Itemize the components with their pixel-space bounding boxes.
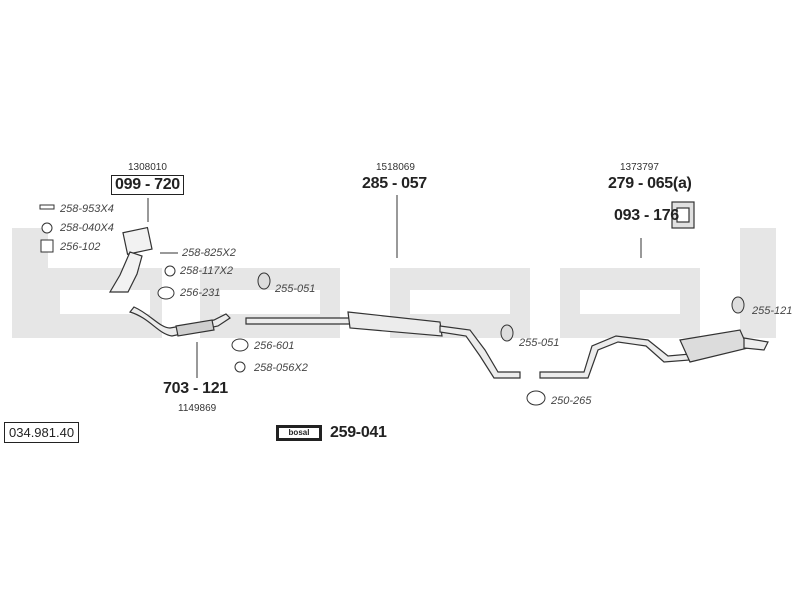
middle-section bbox=[245, 311, 521, 379]
bolt-icon bbox=[39, 204, 55, 210]
rear-section bbox=[539, 329, 769, 379]
middle-ref-number: 1518069 bbox=[376, 162, 415, 173]
seal-ring-icon bbox=[231, 338, 249, 352]
washer-icon bbox=[164, 265, 176, 277]
bosal-logo-badge: bosal bbox=[276, 425, 322, 441]
front-component-5: 258-117X2 bbox=[180, 265, 234, 277]
front-ref-number: 1308010 bbox=[128, 162, 167, 173]
rear-ref-number: 1373797 bbox=[620, 162, 659, 173]
gasket-ring-icon bbox=[157, 286, 175, 300]
rear-bracket bbox=[671, 201, 695, 229]
downpipe-component-1: 256-601 bbox=[254, 340, 295, 352]
downpipe-ref-number: 1149869 bbox=[178, 403, 217, 414]
front-component-2: 258-040X4 bbox=[60, 222, 114, 234]
middle-component-3: 250-265 bbox=[551, 395, 592, 407]
rubber-mount-icon-3 bbox=[731, 296, 745, 314]
gasket-icon bbox=[40, 239, 54, 253]
front-part-number: 099 - 720 bbox=[111, 175, 184, 195]
middle-component-2: 255-051 bbox=[519, 337, 560, 349]
kit-part-number: 259-041 bbox=[330, 424, 387, 441]
rear-part-number: 279 - 065(a) bbox=[608, 175, 692, 192]
middle-part-number: 285 - 057 bbox=[362, 175, 427, 192]
downpipe-part-number: 703 - 121 bbox=[163, 380, 228, 397]
bosal-logo-text: bosal bbox=[279, 428, 319, 438]
front-component-6: 256-231 bbox=[180, 287, 221, 299]
clamp-icon bbox=[526, 390, 546, 406]
nut-icon bbox=[41, 222, 53, 234]
middle-component-1: 255-051 bbox=[275, 283, 316, 295]
front-component-1: 258-953X4 bbox=[60, 203, 114, 215]
downpipe bbox=[128, 306, 231, 337]
rear-component-1: 255-121 bbox=[752, 305, 793, 317]
front-pipe bbox=[108, 226, 153, 293]
front-component-4: 258-825X2 bbox=[182, 247, 236, 259]
nut-icon-2 bbox=[234, 361, 246, 373]
rubber-mount-icon-2 bbox=[500, 324, 514, 342]
front-component-3: 256-102 bbox=[60, 241, 101, 253]
rubber-mount-icon-1 bbox=[257, 272, 271, 290]
catalog-number: 034.981.40 bbox=[4, 422, 80, 443]
downpipe-component-2: 258-056X2 bbox=[254, 362, 308, 374]
rear-bracket-part-number: 093 - 176 bbox=[614, 207, 679, 224]
